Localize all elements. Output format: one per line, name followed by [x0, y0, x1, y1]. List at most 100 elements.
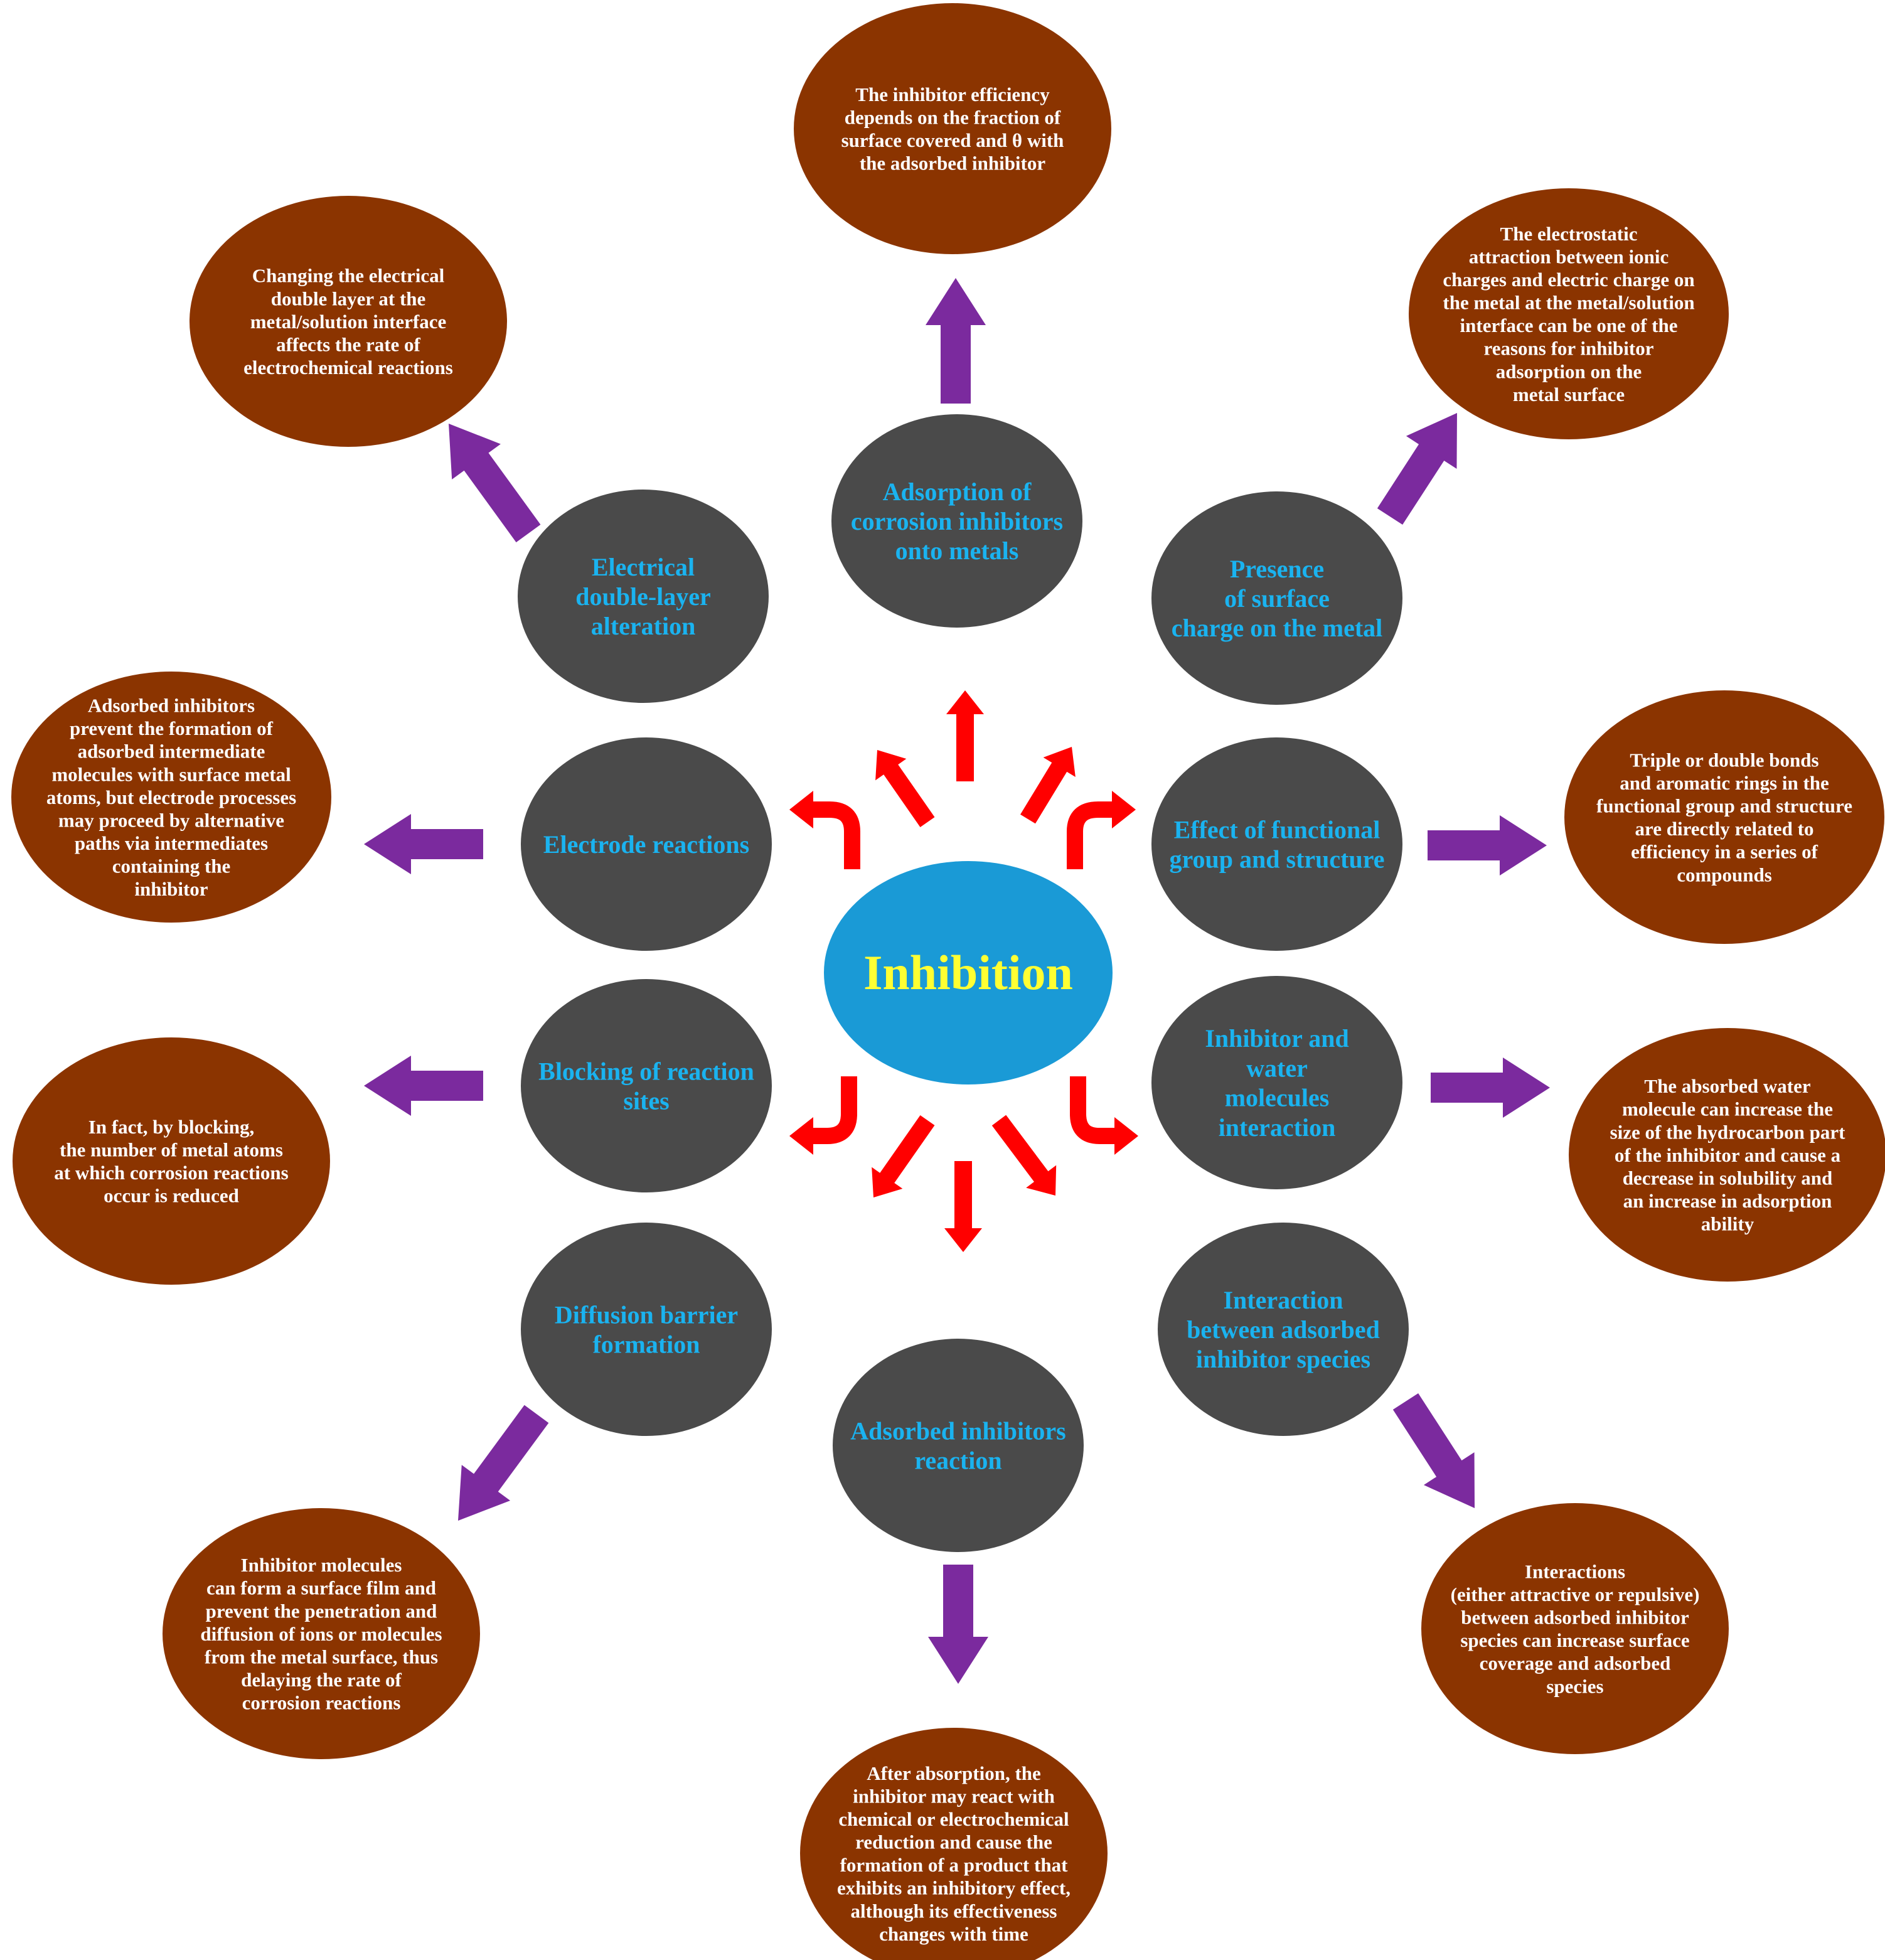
red-arrows-group: [789, 690, 1138, 1252]
effect-text-line: (either attractive or repulsive): [1451, 1583, 1700, 1605]
effect-text-line: an increase in adsorption: [1623, 1190, 1832, 1212]
mechanism-ellipse: [1151, 737, 1402, 951]
effect-text-line: efficiency in a series of: [1631, 841, 1818, 863]
red-arrow: [991, 1115, 1057, 1196]
effect-text-line: The absorbed water: [1644, 1075, 1810, 1097]
effect-text-line: metal surface: [1513, 383, 1625, 405]
mechanism-ellipse: [1151, 976, 1402, 1189]
mechanism-title-line: Adsorption of: [883, 478, 1032, 506]
effect-text-line: surface covered and θ with: [841, 129, 1064, 151]
effect-text-line: containing the: [112, 855, 231, 877]
mechanism-title-line: Inhibitor and: [1205, 1024, 1348, 1052]
mechanism-title-line: Presence: [1230, 555, 1324, 583]
effect-text-line: attraction between ionic: [1469, 245, 1669, 267]
effect-text-line: corrosion reactions: [242, 1692, 401, 1714]
effect-text-line: prevent the formation of: [70, 717, 274, 739]
effect-ellipse: [800, 1728, 1108, 1960]
purple-arrow: [1428, 815, 1547, 876]
effect-ellipse: [13, 1037, 330, 1285]
effect-text-line: double layer at the: [271, 287, 426, 309]
mechanism-title-line: formation: [592, 1331, 700, 1359]
effect-text-line: Inhibitor molecules: [241, 1554, 402, 1576]
red-bent-arrow-shaft: [809, 801, 860, 869]
effect-text-line: electrochemical reactions: [243, 356, 453, 378]
purple-arrow: [457, 1405, 549, 1521]
effect-text-line: compounds: [1677, 864, 1772, 886]
effect-text-line: formation of a product that: [840, 1854, 1068, 1876]
effect-text-line: Triple or double bonds: [1630, 749, 1818, 771]
mechanism-title-line: inhibitor species: [1196, 1345, 1370, 1373]
effect-text-line: species: [1546, 1675, 1603, 1697]
effect-text-line: between adsorbed inhibitor: [1461, 1607, 1689, 1629]
purple-arrow: [1377, 412, 1457, 525]
mechanism-ellipse: [1158, 1223, 1409, 1436]
effect-text-line: diffusion of ions or molecules: [200, 1623, 442, 1645]
purple-arrow: [926, 278, 986, 404]
effect-text-line: metal/solution interface: [250, 311, 447, 333]
red-bent-arrow-shaft: [809, 1076, 857, 1144]
effect-text-line: decrease in solubility and: [1623, 1167, 1832, 1189]
effect-text-line: The electrostatic: [1500, 223, 1638, 245]
red-bent-arrow-head: [1114, 1117, 1138, 1155]
mechanism-ellipse: [521, 979, 772, 1192]
effect-ellipse: [190, 196, 507, 447]
effect-text-line: Changing the electrical: [252, 265, 445, 287]
effect-text-line: although its effectiveness: [851, 1900, 1057, 1922]
mechanism-ellipse: [521, 1223, 772, 1436]
effect-ellipse: [1421, 1503, 1729, 1754]
effect-text-line: may proceed by alternative: [58, 809, 284, 831]
effect-text-line: functional group and structure: [1596, 795, 1852, 817]
purple-arrow: [928, 1565, 988, 1684]
center-ellipse: [824, 861, 1113, 1084]
effect-text-line: the metal at the metal/solution: [1443, 292, 1694, 314]
effect-text-line: affects the rate of: [276, 333, 420, 355]
mechanism-node-electrode-reactions: Electrode reactions: [521, 737, 772, 951]
effect-text-line: atoms, but electrode processes: [46, 786, 296, 808]
effect-ellipse: [163, 1508, 480, 1759]
effect-text-line: adsorbed intermediate: [78, 741, 265, 763]
mechanism-title-line: molecules: [1225, 1084, 1330, 1112]
effect-ellipse: [1409, 188, 1729, 439]
mechanism-ellipse: [831, 414, 1082, 628]
effect-text-line: prevent the penetration and: [206, 1600, 437, 1622]
mechanism-title-line: Interaction: [1223, 1286, 1343, 1314]
purple-arrows-group: [364, 278, 1550, 1684]
mechanism-title-line: Electrical: [592, 553, 695, 581]
effect-text-line: coverage and adsorbed: [1480, 1652, 1671, 1674]
purple-arrow: [364, 814, 483, 874]
effect-text-line: delaying the rate of: [241, 1669, 402, 1691]
effect-node-blocking-sites: In fact, by blocking,the number of metal…: [13, 1037, 330, 1285]
mechanism-title-line: alteration: [591, 612, 696, 640]
red-bent-arrow-shaft: [1070, 1076, 1118, 1144]
effect-text-line: In fact, by blocking,: [88, 1116, 254, 1138]
effect-text-line: Adsorbed inhibitors: [88, 695, 255, 717]
effect-text-line: inhibitor: [134, 878, 208, 900]
red-bent-arrow-head: [789, 791, 813, 828]
mechanism-title-line: water: [1246, 1054, 1308, 1082]
center-label: Inhibition: [863, 945, 1073, 1000]
effect-text-line: molecule can increase the: [1622, 1098, 1833, 1120]
effect-text-line: chemical or electrochemical: [838, 1808, 1069, 1830]
effect-text-line: the number of metal atoms: [60, 1139, 283, 1161]
red-bent-arrow-shaft: [1067, 801, 1116, 869]
red-arrow: [944, 1161, 982, 1252]
effect-text-line: species can increase surface: [1460, 1629, 1689, 1651]
mechanism-title-line: charge on the metal: [1172, 614, 1383, 642]
effect-ellipse: [1564, 690, 1884, 944]
mechanism-title-line: of surface: [1224, 584, 1330, 613]
mechanism-title-line: double-layer: [575, 582, 711, 611]
center-node: Inhibition: [824, 861, 1113, 1084]
effect-text-line: inhibitor may react with: [853, 1785, 1055, 1807]
effect-text-line: are directly related to: [1635, 818, 1814, 840]
